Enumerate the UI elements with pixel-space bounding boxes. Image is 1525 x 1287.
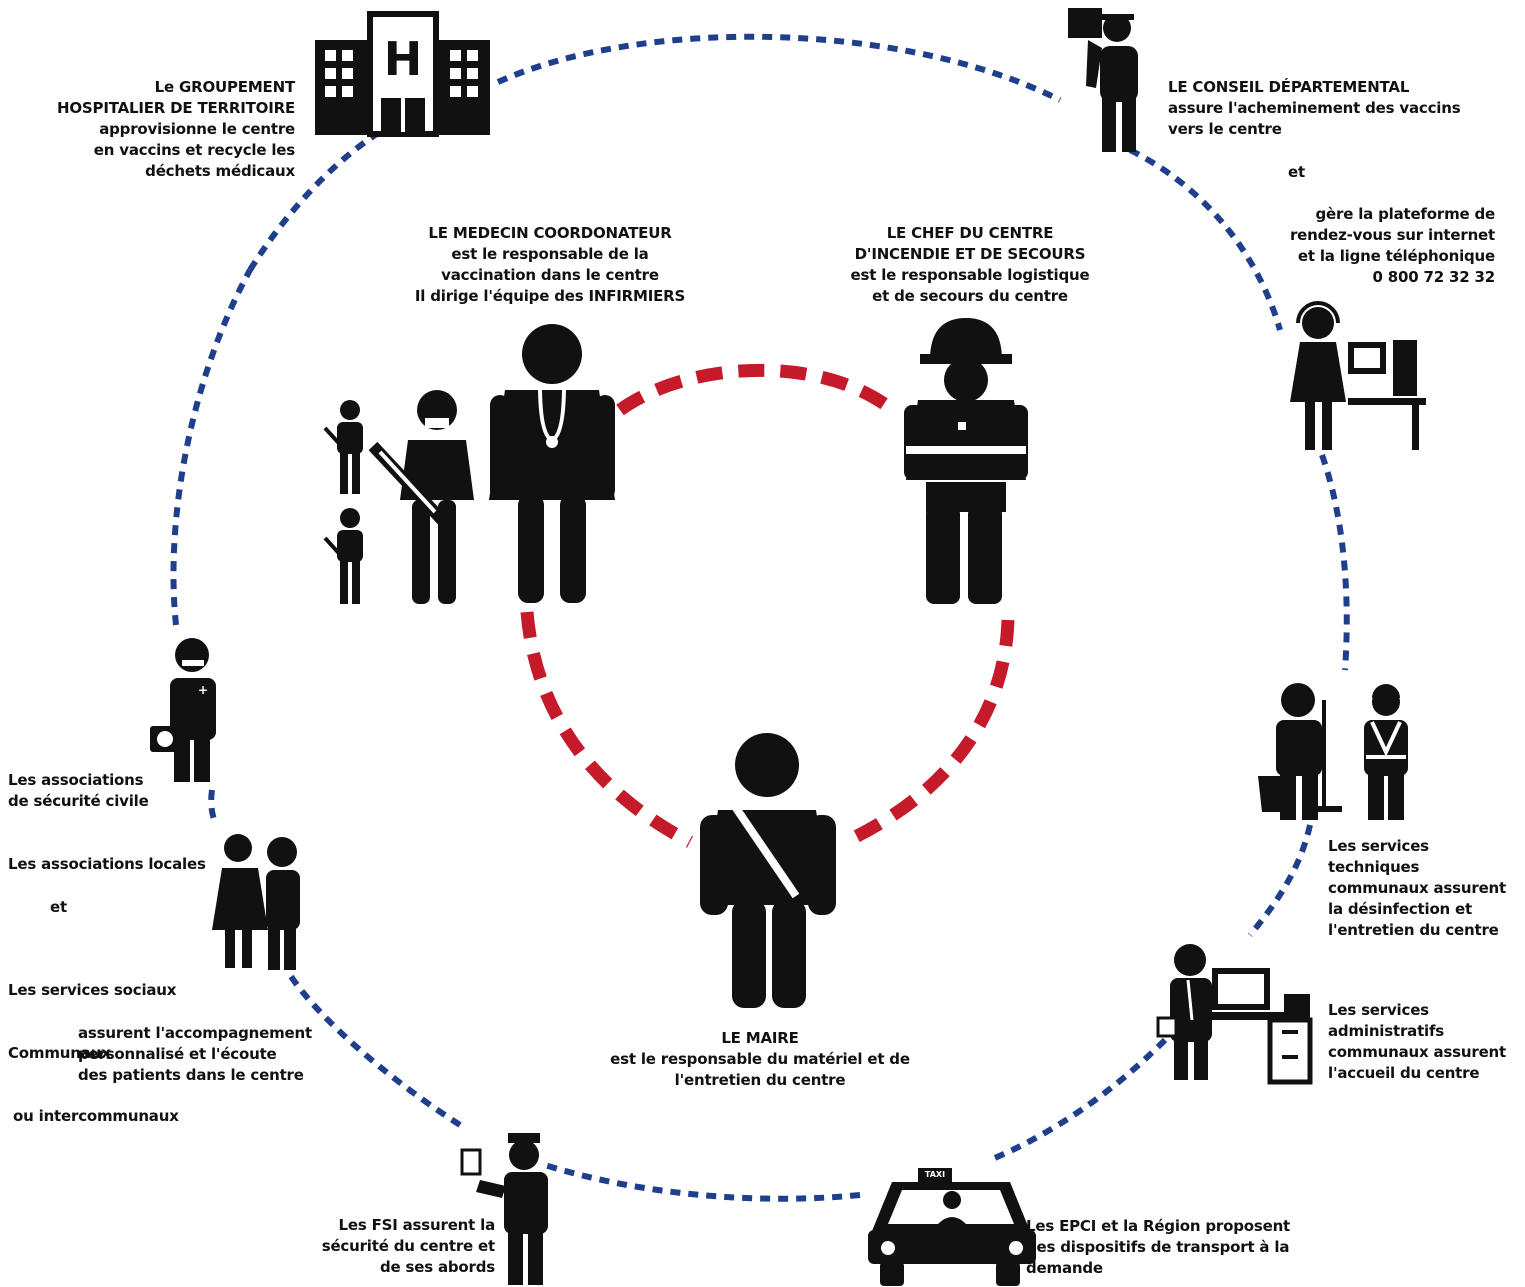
conseil-connector-text: et: [1288, 163, 1305, 181]
pompier-label: LE CHEF DU CENTRE D'INCENDIE ET DE SECOU…: [810, 223, 1130, 307]
conseil-label: LE CONSEIL DÉPARTEMENTAL assure l'achemi…: [1168, 77, 1508, 140]
taxi-icon: [868, 1168, 1036, 1286]
phone-number: 0 800 72 32 32: [1372, 268, 1496, 286]
fsi-line: de ses abords: [379, 1258, 495, 1276]
svg-text:H: H: [384, 32, 423, 86]
office-worker-icon: [1156, 944, 1313, 1085]
conseil-line: LE CONSEIL DÉPARTEMENTAL: [1168, 78, 1410, 96]
conseil-line: et la ligne téléphonique: [1297, 247, 1495, 265]
securite-civile-line: Les associations: [8, 771, 144, 789]
conseil-line: gère la plateforme de: [1315, 205, 1496, 223]
associations-line: personnalisé et l'écoute: [78, 1045, 277, 1063]
associations-label-b: Les services sociaux Communaux ou interc…: [8, 938, 218, 1148]
associations-line: ou intercommunaux: [8, 1107, 179, 1125]
conseil-line: vers le centre: [1168, 120, 1282, 138]
conseil-line: assure l'acheminement des vaccins: [1168, 99, 1461, 117]
ght-line: HOSPITALIER DE TERRITOIRE: [57, 99, 295, 117]
ght-line: déchets médicaux: [145, 162, 295, 180]
services-tech-line: communaux assurent: [1328, 879, 1506, 897]
associations-line: Les services sociaux: [8, 981, 177, 999]
delivery-person-icon: [1068, 8, 1138, 152]
services-admin-line: communaux assurent: [1328, 1043, 1506, 1061]
medecin-line: est le responsable de la: [451, 245, 649, 263]
associations-line: Communaux: [8, 1044, 111, 1062]
paramedic-icon: +: [150, 638, 216, 782]
maire-line: l'entretien du centre: [674, 1071, 846, 1089]
ght-line: en vaccins et recycle les: [93, 141, 295, 159]
services-tech-line: Les services: [1328, 837, 1429, 855]
pompier-line: LE CHEF DU CENTRE: [886, 224, 1054, 242]
associations-line: assurent l'accompagnement: [78, 1024, 312, 1042]
services-tech-line: l'entretien du centre: [1328, 921, 1499, 939]
outer-ring: [170, 33, 1350, 1202]
cleaning-staff-icon: [1258, 683, 1408, 820]
associations-connector-text: et: [50, 898, 67, 916]
epci-line: des dispositifs de transport à la: [1026, 1238, 1290, 1256]
operator-icon: [1290, 301, 1426, 450]
pompier-line: et de secours du centre: [872, 287, 1068, 305]
conseil-label-2: gère la plateforme de rendez-vous sur in…: [1200, 204, 1495, 288]
medecin-line: vaccination dans le centre: [441, 266, 659, 284]
svg-text:+: +: [198, 683, 208, 697]
maire-label: LE MAIRE est le responsable du matériel …: [590, 1028, 930, 1091]
services-admin-line: Les services: [1328, 1001, 1429, 1019]
securite-civile-label: Les associations de sécurité civile: [8, 770, 208, 812]
maire-line: est le responsable du matériel et de: [610, 1050, 910, 1068]
services-tech-label: Les services techniques communaux assure…: [1328, 836, 1518, 941]
ght-line: Le GROUPEMENT: [154, 78, 296, 96]
nurse-small-icon: [323, 400, 363, 494]
medecin-line: LE MEDECIN COORDONATEUR: [428, 224, 672, 242]
associations-connector: et: [50, 897, 67, 918]
hospital-icon: H: [315, 11, 490, 137]
epci-label: Les EPCI et la Région proposent des disp…: [1026, 1216, 1326, 1279]
fsi-line: sécurité du centre et: [321, 1237, 495, 1255]
ght-label: Le GROUPEMENT HOSPITALIER DE TERRITOIRE …: [15, 77, 295, 182]
securite-civile-line: de sécurité civile: [8, 792, 149, 810]
police-officer-icon: [460, 1133, 548, 1285]
inner-ring: [520, 363, 1015, 848]
conseil-connector: et: [1288, 162, 1305, 183]
associations-label-a: Les associations locales: [8, 854, 218, 875]
services-admin-line: l'accueil du centre: [1328, 1064, 1480, 1082]
services-admin-line: administratifs: [1328, 1022, 1445, 1040]
services-admin-label: Les services administratifs communaux as…: [1328, 1000, 1518, 1084]
pompier-line: est le responsable logistique: [850, 266, 1090, 284]
doctor-icon: [489, 324, 615, 603]
maire-line: LE MAIRE: [721, 1029, 799, 1047]
taxi-sign-text: TAXI: [924, 1170, 946, 1179]
associations-line: des patients dans le centre: [78, 1066, 304, 1084]
nurse-icon: [368, 390, 474, 604]
associations-label-c: assurent l'accompagnement personnalisé e…: [78, 1023, 338, 1086]
epci-line: Les EPCI et la Région proposent: [1026, 1217, 1291, 1235]
fsi-line: Les FSI assurent la: [338, 1216, 496, 1234]
support-people-icon: [212, 834, 300, 970]
associations-line: Les associations locales: [8, 855, 206, 873]
services-tech-line: techniques: [1328, 858, 1420, 876]
ght-line: approvisionne le centre: [99, 120, 295, 138]
nurse-small-icon: [323, 508, 363, 604]
medecin-label: LE MEDECIN COORDONATEUR est le responsab…: [380, 223, 720, 307]
epci-line: demande: [1026, 1259, 1103, 1277]
pompier-line: D'INCENDIE ET DE SECOURS: [854, 245, 1086, 263]
medecin-line: Il dirige l'équipe des INFIRMIERS: [414, 287, 686, 305]
firefighter-icon: [904, 318, 1028, 604]
services-tech-line: la désinfection et: [1328, 900, 1472, 918]
conseil-line: rendez-vous sur internet: [1289, 226, 1495, 244]
fsi-label: Les FSI assurent la sécurité du centre e…: [290, 1215, 495, 1278]
mayor-icon: [700, 733, 836, 1008]
